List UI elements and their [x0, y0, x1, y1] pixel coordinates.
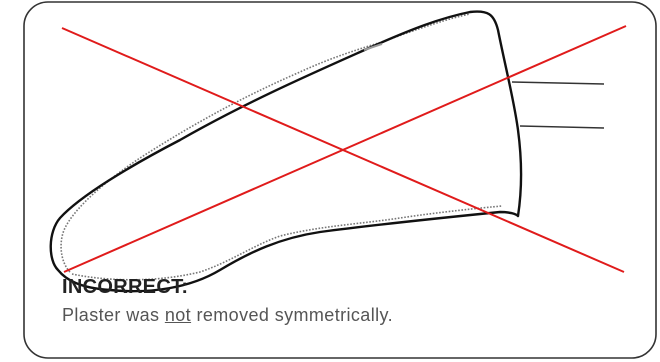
- dotted-contour: [60, 13, 503, 281]
- caption-text-end: removed symmetrically.: [191, 305, 393, 325]
- caption-text: Plaster was not removed symmetrically.: [62, 305, 393, 326]
- seam-mark: [363, 43, 383, 51]
- caption-title: INCORRECT:: [62, 276, 189, 298]
- caption-text-emphasis: not: [164, 305, 192, 325]
- form-outline: [49, 10, 523, 293]
- caption-text-start: Plaster was: [62, 305, 165, 325]
- border-frame: [23, 1, 657, 359]
- cross-line-2: [63, 25, 627, 273]
- indicator-line-bottom: [519, 125, 605, 129]
- indicator-line-top: [511, 81, 605, 85]
